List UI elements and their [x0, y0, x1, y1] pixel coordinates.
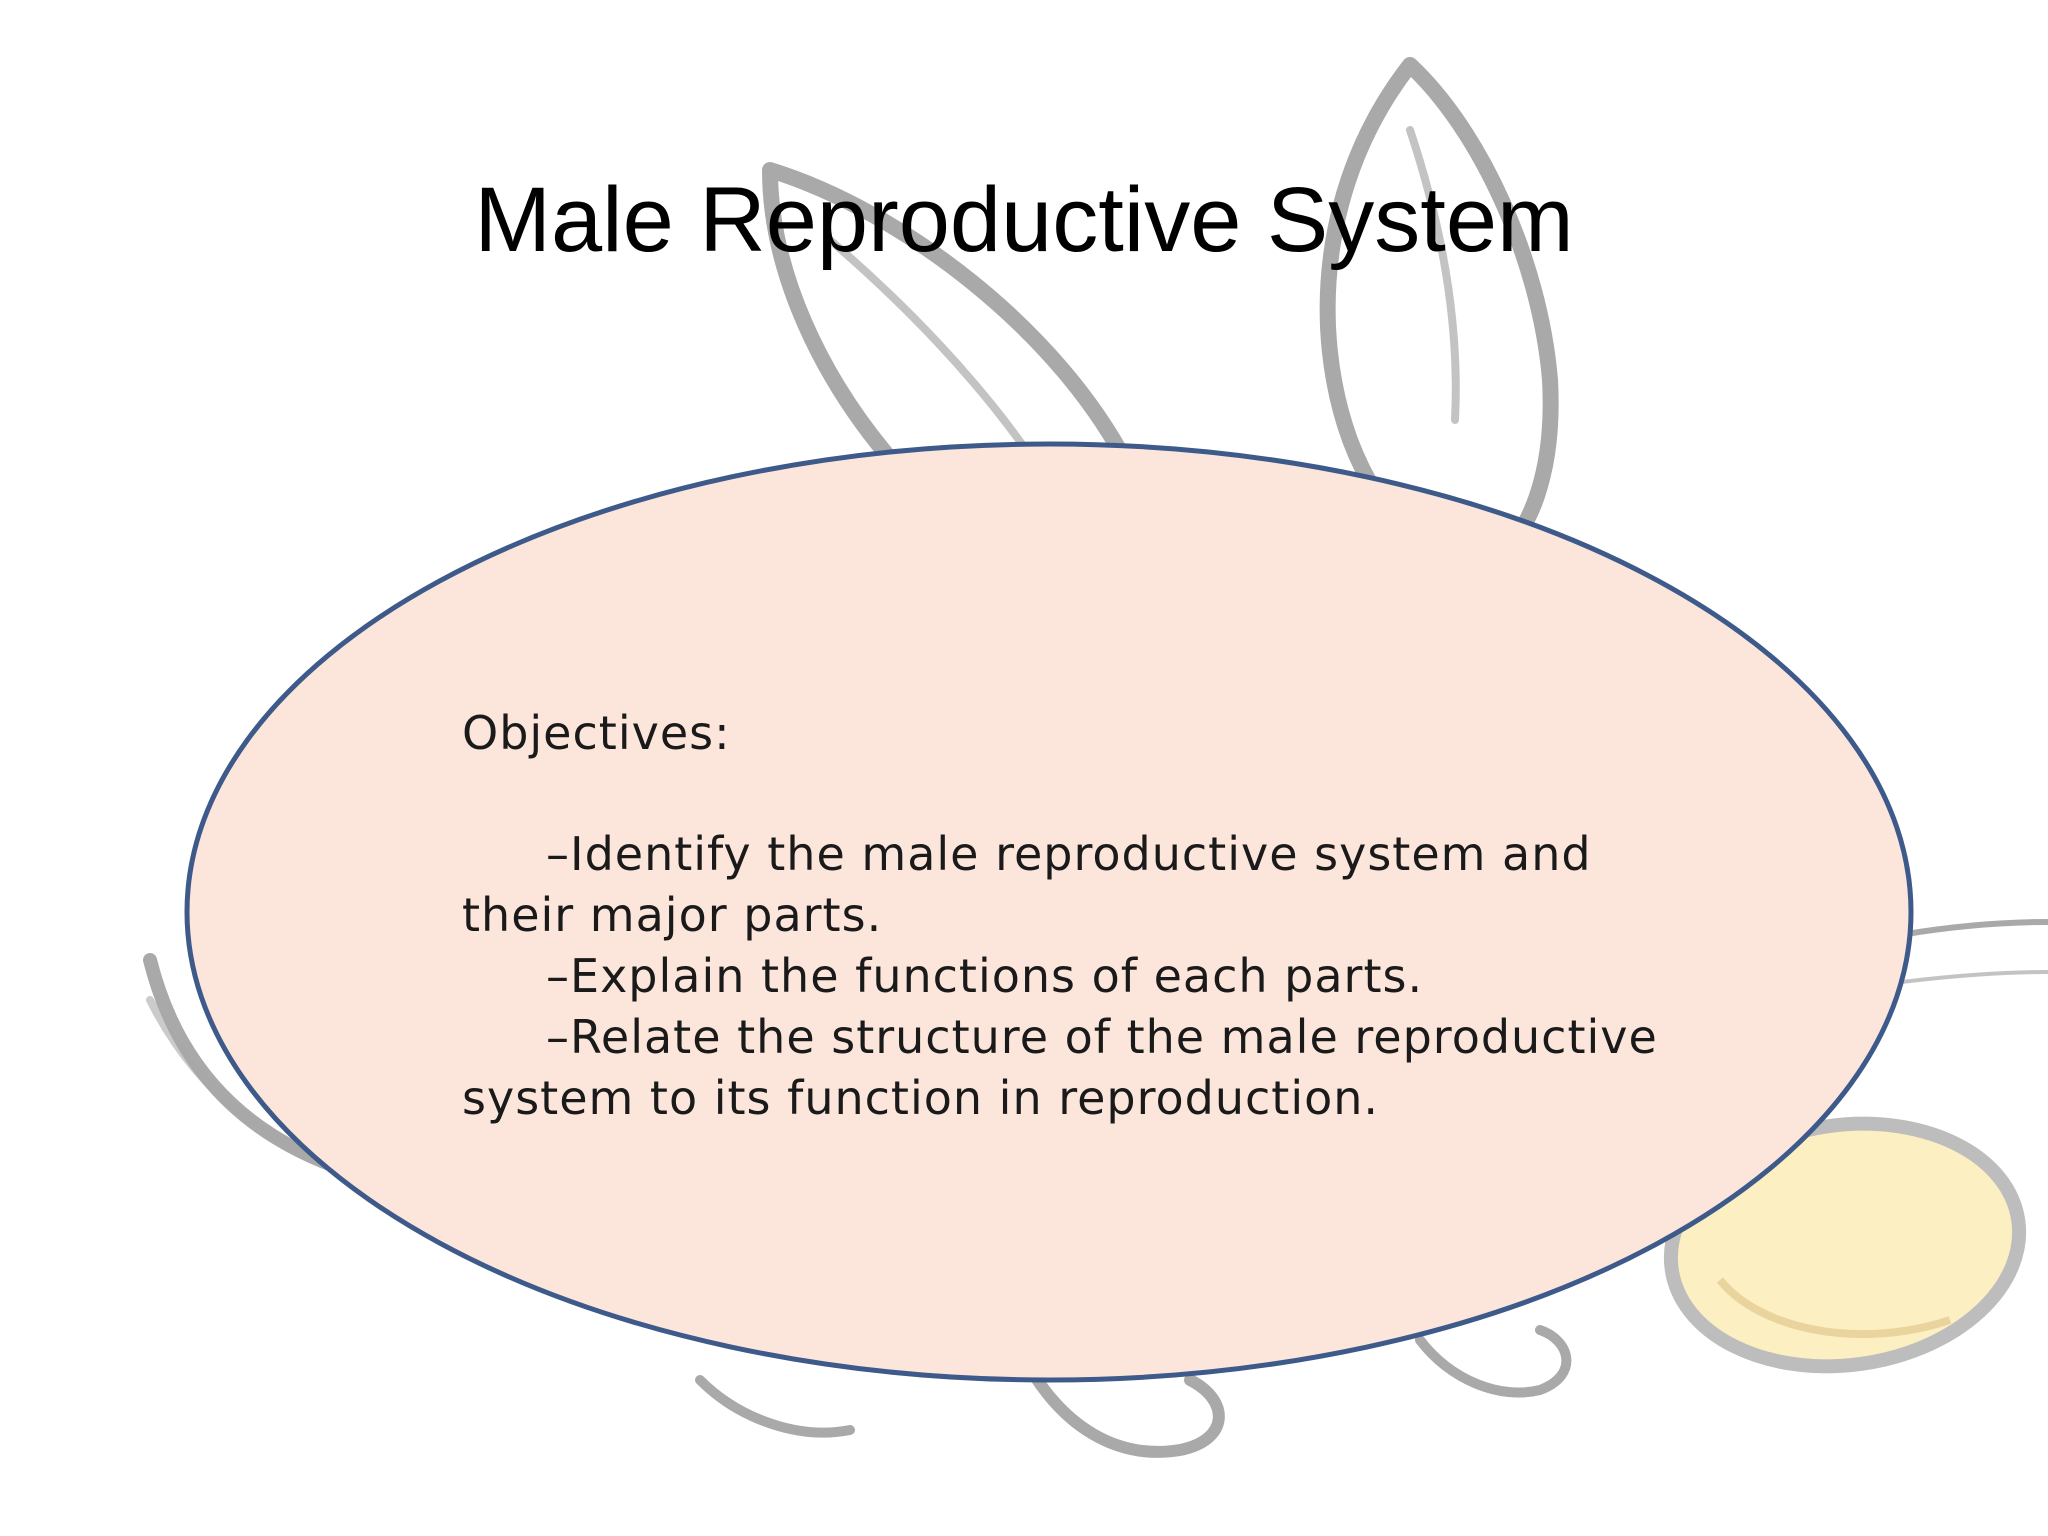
slide-title: Male Reproductive System: [474, 169, 1574, 271]
objective-item: –Explain the functions of each parts.: [546, 949, 1424, 1003]
objectives-heading: Objectives:: [462, 706, 731, 760]
objective-item: –Identify the male reproductive system a…: [462, 827, 1592, 942]
objectives-text: Objectives: –Identify the male reproduct…: [462, 700, 1662, 1129]
objective-item: –Relate the structure of the male reprod…: [462, 1010, 1658, 1125]
